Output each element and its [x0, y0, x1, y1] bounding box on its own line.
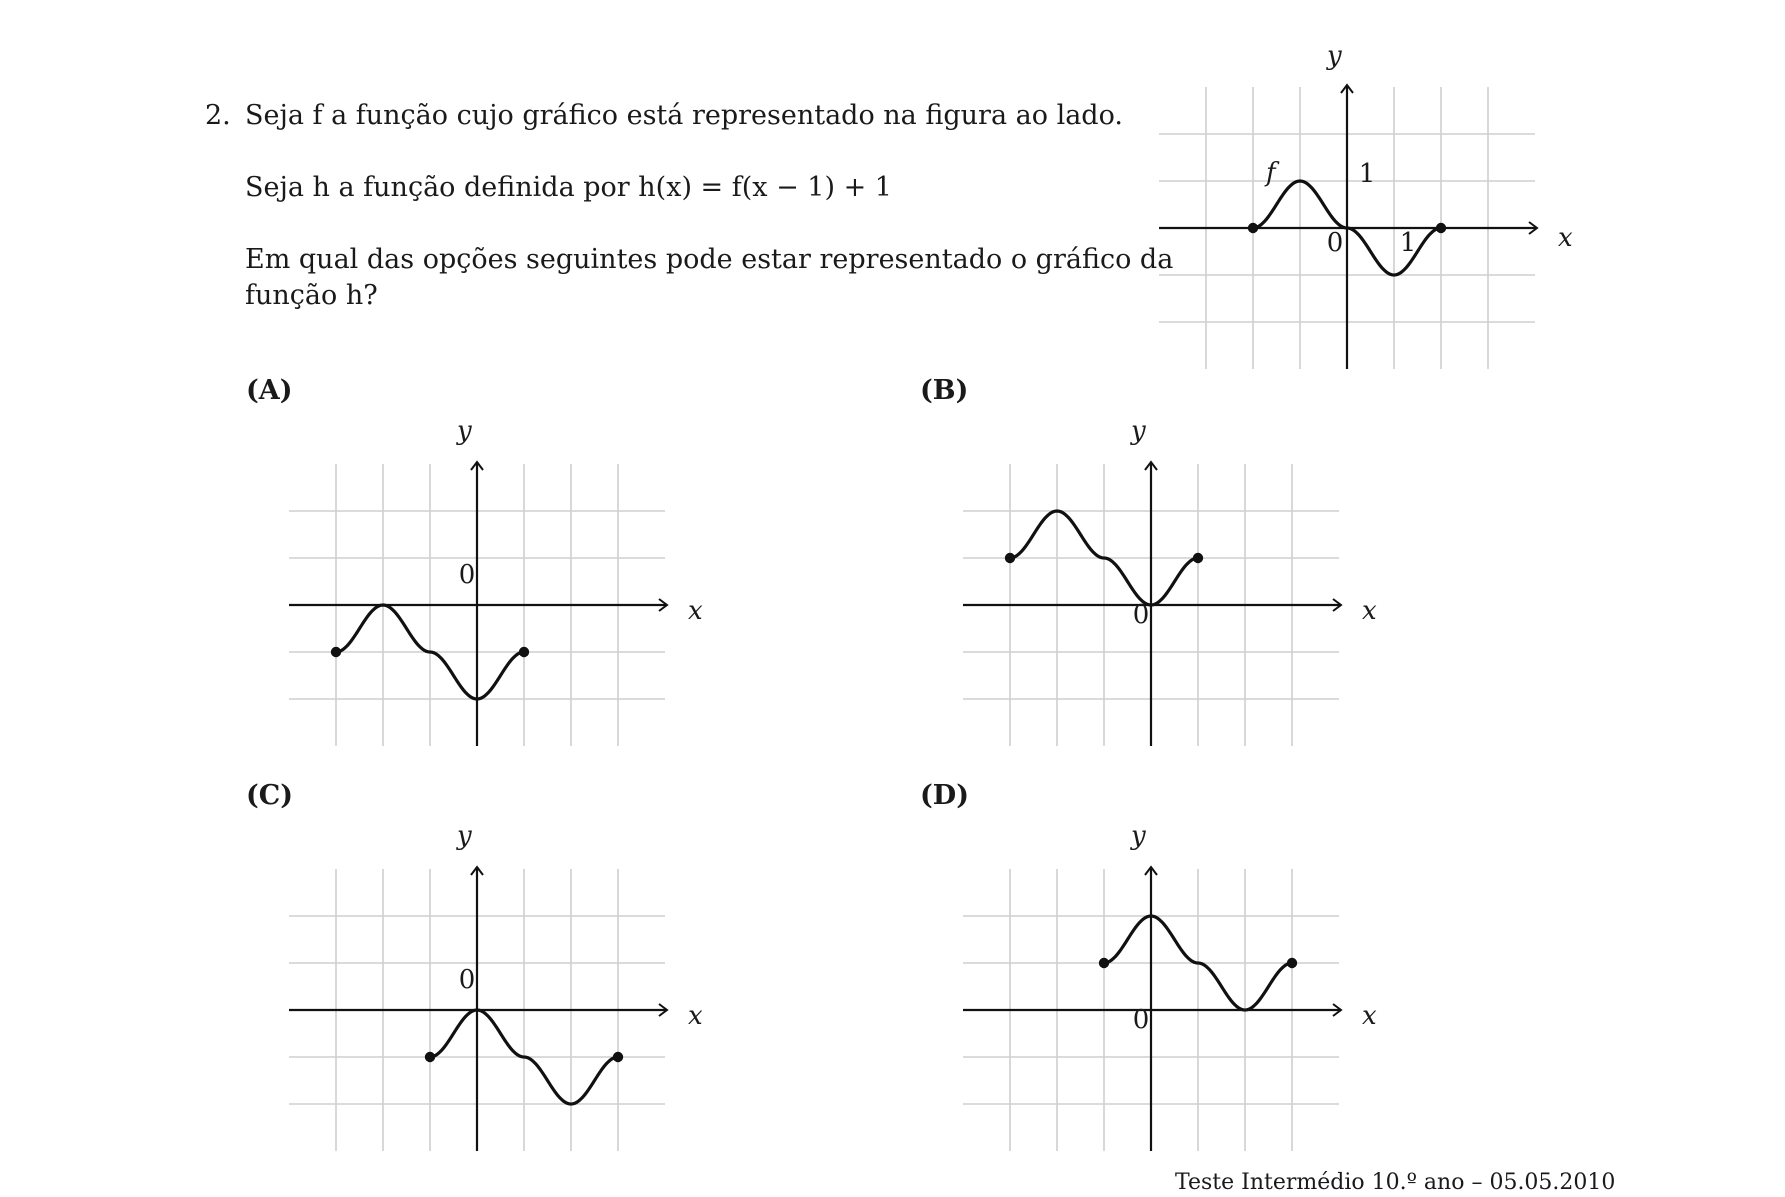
origin-label: 0: [1133, 1005, 1150, 1035]
y-axis-arrow: [470, 865, 484, 876]
y-axis-label: y: [456, 416, 472, 446]
y-axis-label: y: [1130, 821, 1146, 851]
x-axis-label: x: [1362, 596, 1377, 626]
x-tick-label-1: 1: [1400, 228, 1417, 258]
graph-option-b[interactable]: y x 0: [963, 415, 1384, 746]
y-axis-arrow: [1340, 83, 1354, 94]
endpoint-dot: [518, 646, 530, 658]
y-axis-label: y: [456, 821, 472, 851]
x-axis-label: x: [688, 596, 703, 626]
endpoint-dot: [612, 1051, 624, 1063]
endpoint-dot: [1286, 957, 1298, 969]
y-axis-arrow: [1144, 865, 1158, 876]
x-axis-label: x: [1362, 1001, 1377, 1031]
origin-label: 0: [1133, 600, 1150, 630]
x-axis-arrow: [1332, 1003, 1343, 1017]
option-c-curve: [429, 1008, 619, 1106]
origin-label: 0: [459, 965, 476, 995]
option-c-label: (C): [246, 780, 294, 811]
option-b-curve: [1009, 509, 1199, 607]
x-axis-arrow: [1332, 598, 1343, 612]
origin-label: 0: [1327, 228, 1344, 258]
question-line-1: Seja f a função cujo gráfico está repres…: [245, 100, 1123, 131]
question-line-4: função h?: [245, 280, 378, 311]
y-axis-arrow: [470, 460, 484, 471]
function-label: f: [1264, 158, 1280, 188]
question-line-3: Em qual das opções seguintes pode estar …: [245, 244, 1174, 275]
endpoint-dot: [1247, 222, 1259, 234]
option-d-label: (D): [920, 780, 969, 811]
endpoint-dot: [1192, 552, 1204, 564]
option-b-label: (B): [920, 375, 969, 406]
graph-option-c[interactable]: y x 0: [289, 820, 710, 1151]
endpoint-dot: [1435, 222, 1447, 234]
footer-text: Teste Intermédio 10.º ano – 05.05.2010: [1175, 1170, 1616, 1195]
endpoint-dot: [330, 646, 342, 658]
y-tick-label-1: 1: [1359, 159, 1376, 189]
x-axis-label: x: [688, 1001, 703, 1031]
x-axis-arrow: [658, 1003, 669, 1017]
x-axis-arrow: [1528, 221, 1539, 235]
x-axis-arrow: [658, 598, 669, 612]
question-number: 2.: [205, 100, 231, 131]
option-d-curve: [1103, 914, 1293, 1012]
option-a-label: (A): [246, 375, 293, 406]
x-axis-label: x: [1558, 223, 1573, 253]
graph-f: y x f 0 1 1: [1159, 41, 1573, 369]
option-a-curve: [335, 603, 525, 701]
endpoint-dot: [424, 1051, 436, 1063]
graph-option-a[interactable]: y x 0: [289, 415, 710, 746]
y-axis-arrow: [1144, 460, 1158, 471]
endpoint-dot: [1004, 552, 1016, 564]
question-line-2: Seja h a função definida por h(x) = f(x …: [245, 172, 892, 203]
origin-label: 0: [459, 560, 476, 590]
y-axis-label: y: [1326, 41, 1342, 71]
function-f-curve: [1252, 179, 1442, 277]
graph-option-d[interactable]: y x 0: [963, 820, 1384, 1151]
endpoint-dot: [1098, 957, 1110, 969]
y-axis-label: y: [1130, 416, 1146, 446]
